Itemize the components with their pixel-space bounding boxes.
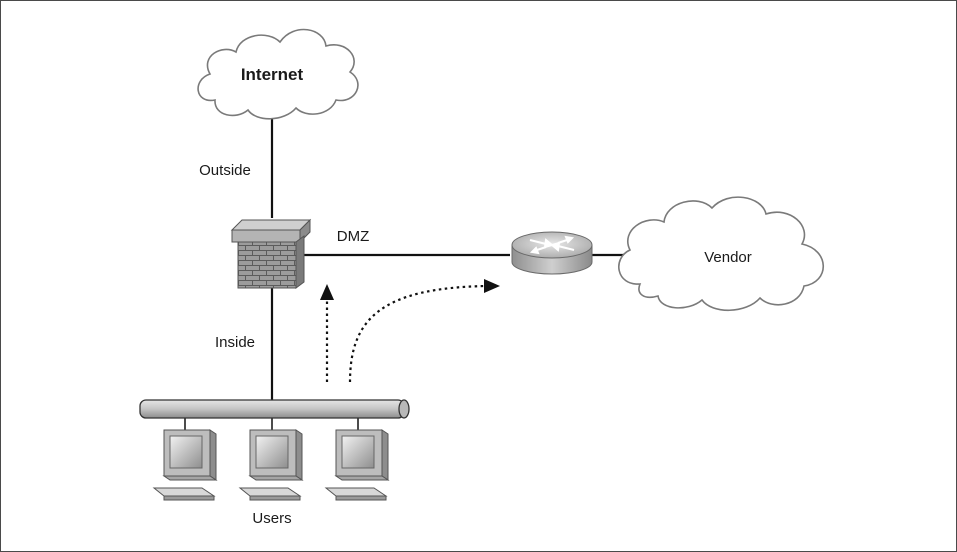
traffic-arrow-to-firewall	[320, 284, 334, 382]
traffic-arrow-to-dmz	[348, 279, 500, 383]
computer-workstation-icon	[238, 429, 304, 501]
ethernet-bus-icon	[139, 399, 410, 419]
vendor-label: Vendor	[704, 249, 752, 266]
dmz-label: DMZ	[337, 228, 370, 245]
brick-firewall-icon	[230, 218, 312, 289]
computer-workstation-icon	[152, 429, 218, 501]
internet-label: Internet	[241, 65, 304, 84]
internet-cloud: Internet	[197, 28, 359, 120]
outside-label: Outside	[199, 162, 251, 179]
vendor-cloud: Vendor	[618, 196, 825, 311]
inside-label: Inside	[215, 334, 255, 351]
users-label: Users	[252, 510, 291, 527]
computer-workstation-icon	[324, 429, 390, 501]
router-icon	[511, 231, 593, 275]
